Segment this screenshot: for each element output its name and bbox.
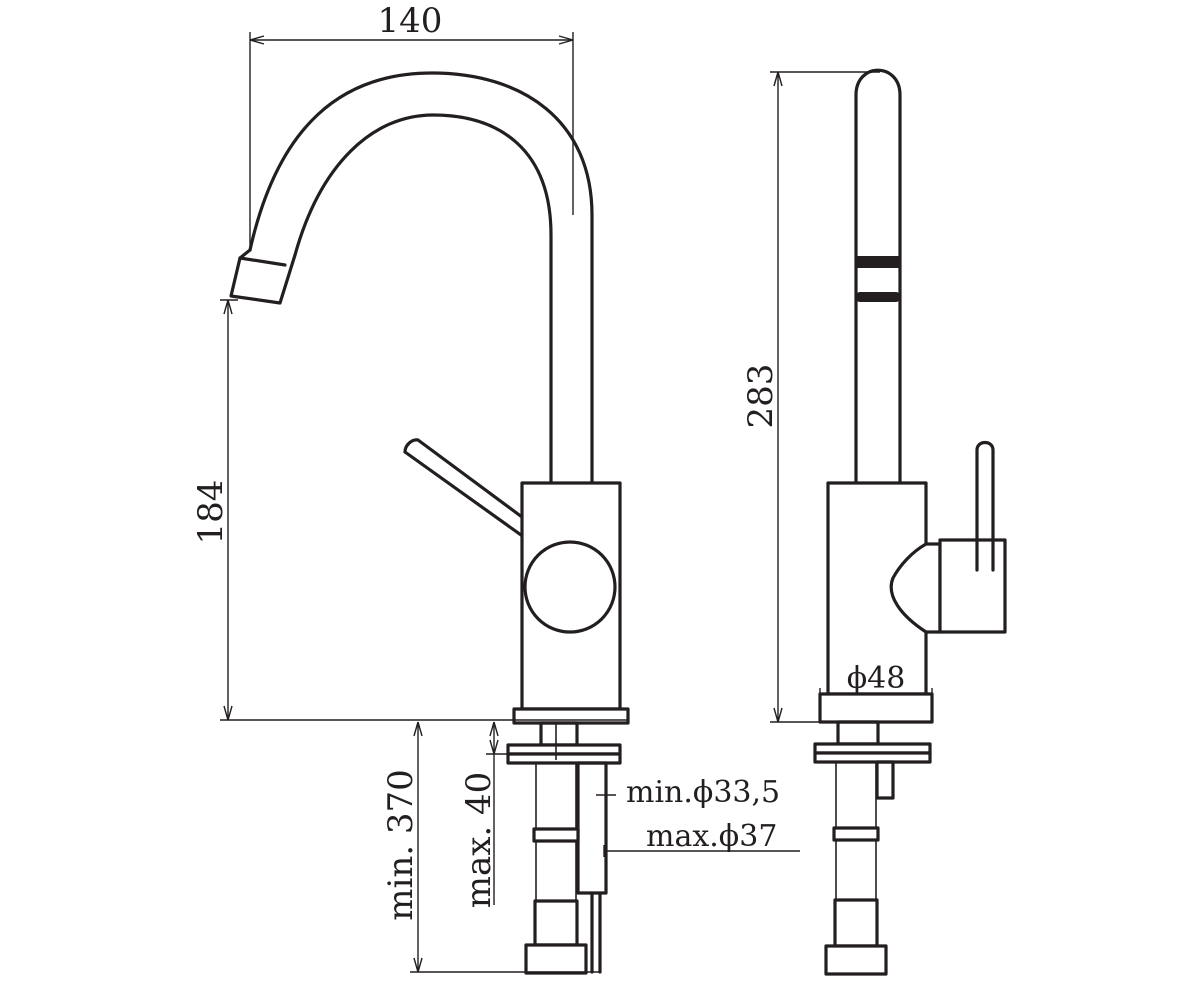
front-hose-lower: [535, 840, 577, 902]
front-handle-knob: [523, 540, 617, 634]
dim-370-arrows: [413, 721, 423, 973]
side-shank: [836, 720, 880, 746]
side-lever-cone: [889, 542, 942, 634]
side-spout: [854, 68, 902, 485]
side-hose-nut: [824, 944, 888, 976]
dim-283-arrows: [773, 71, 783, 723]
front-hose-nut: [524, 943, 588, 975]
dim-37-leader: [603, 845, 800, 857]
side-washer-2: [813, 751, 932, 764]
side-view: [813, 68, 1007, 976]
side-base-flange: [818, 692, 934, 724]
front-hose-band: [532, 827, 580, 843]
side-rod: [875, 760, 895, 800]
dim-370-line: [410, 722, 600, 973]
front-spout-tip: [229, 248, 297, 305]
front-view: [229, 71, 630, 975]
front-rod-end: [590, 891, 602, 974]
front-spout-inner: [293, 113, 553, 485]
dim-140-label: 140: [378, 1, 443, 41]
front-threaded-rod: [576, 761, 608, 895]
dim-184-label: 184: [191, 480, 231, 545]
dim-48-label: ϕ48: [847, 661, 906, 696]
side-aerator: [856, 256, 900, 268]
front-hose-fitting: [533, 899, 579, 947]
dim-hole-min-label: min.ϕ33,5: [626, 775, 780, 810]
front-base-flange: [512, 707, 630, 725]
dim-370-label: min. 370: [381, 769, 421, 921]
front-spout-outer: [248, 71, 594, 485]
side-hose-band: [832, 826, 880, 842]
dim-140-line: [249, 32, 574, 250]
side-lever-hub: [938, 538, 1007, 634]
side-lever-stick: [975, 440, 995, 572]
dimension-lines: [220, 32, 933, 973]
dim-48-line: [819, 688, 933, 700]
dim-40-label: max. 40: [459, 772, 499, 909]
dim-283-label: 283: [741, 364, 781, 429]
dim-hole-max-label: max.ϕ37: [646, 819, 777, 854]
side-hose-fitting: [833, 898, 879, 948]
front-hose-upper: [535, 762, 577, 830]
dim-140-arrows: [249, 35, 574, 45]
dimension-labels: 140 184 283 ϕ48 min. 370 max. 40 min.ϕ33…: [191, 1, 905, 921]
side-hose-lower: [835, 839, 877, 901]
side-hose-upper: [835, 761, 877, 829]
front-shank: [539, 721, 579, 747]
dim-184-line: [220, 299, 628, 721]
front-aerator-line: [238, 256, 287, 267]
side-aerator-2: [856, 292, 900, 302]
dim-40-arrows: [489, 721, 499, 755]
dim-184-arrows: [223, 299, 233, 721]
